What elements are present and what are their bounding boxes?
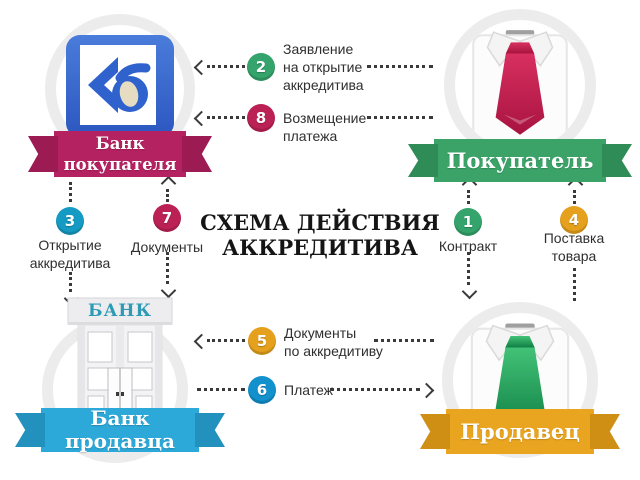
seller-bank-building-icon xyxy=(67,297,173,417)
step4-dots-bottom xyxy=(573,268,576,301)
label-line: Поставка xyxy=(543,230,605,246)
step1-circle: 1 xyxy=(454,208,482,236)
label-line: Контракт xyxy=(438,238,498,254)
step1-label: Контракт xyxy=(398,237,538,255)
seller-bank-label-line: Банк продавца xyxy=(65,406,175,453)
step2-circle: 2 xyxy=(247,53,275,81)
step6-circle: 6 xyxy=(248,376,276,404)
seller-ribbon: Продавец xyxy=(446,409,594,454)
diagram-title: СХЕМА ДЕЙСТВИЯ АККРЕДИТИВА xyxy=(160,210,480,260)
bank-sign-label: БАНК xyxy=(88,301,152,321)
label-line: Открытие xyxy=(38,237,102,253)
buyer-label-line: Покупатель xyxy=(446,147,594,173)
step8-dots-left xyxy=(207,116,245,119)
step5-circle: 5 xyxy=(248,327,276,355)
step6-arrowhead-right-icon xyxy=(418,382,435,399)
step8-label: Возмещение платежа xyxy=(283,109,366,145)
step2-dots-right xyxy=(367,65,433,68)
step1-dots-bottom xyxy=(467,252,470,285)
step8-dots-right xyxy=(367,116,433,119)
buyer-bank-label-line: Банк xyxy=(95,134,145,153)
label-line: на открытие xyxy=(283,59,363,75)
step2-dots-left xyxy=(207,65,245,68)
step7-dots-bottom xyxy=(166,252,169,284)
step3-label: Открытие аккредитива xyxy=(0,236,140,272)
step3-dots-bottom xyxy=(69,272,72,292)
step7-circle: 7 xyxy=(153,204,181,232)
title-line: СХЕМА ДЕЙСТВИЯ xyxy=(200,210,440,235)
step3-circle: 3 xyxy=(56,207,84,235)
buyer-bank-logo-icon xyxy=(66,35,174,137)
title-line: АККРЕДИТИВА xyxy=(222,235,418,260)
label-line: Возмещение xyxy=(283,110,367,126)
step1-arrowhead-down-icon xyxy=(461,283,478,300)
label-line: Документы xyxy=(284,325,357,341)
step6-dots-left xyxy=(197,388,245,391)
step2-label: Заявление на открытие аккредитива xyxy=(283,40,364,94)
step6-dots-right xyxy=(330,388,420,391)
label-line: Документы xyxy=(130,239,204,255)
step8-circle: 8 xyxy=(247,104,275,132)
label-line: Платеж xyxy=(284,382,333,398)
step5-label: Документы по аккредитиву xyxy=(284,324,383,360)
buyer-person-icon xyxy=(472,30,568,150)
seller-label-line: Продавец xyxy=(460,418,580,444)
step1-dots-top xyxy=(467,190,470,204)
buyer-bank-label-line: покупателя xyxy=(63,155,177,174)
label-line: товара xyxy=(551,248,597,264)
step5-dots-right xyxy=(374,339,434,342)
step5-dots-left xyxy=(207,339,245,342)
label-line: платежа xyxy=(283,128,338,144)
label-line: по аккредитиву xyxy=(284,343,383,359)
step4-label: Поставка товара xyxy=(504,229,640,265)
step7-label: Документы xyxy=(97,238,237,256)
label-line: аккредитива xyxy=(29,255,111,271)
buyer-bank-ribbon: Банк покупателя xyxy=(54,131,186,177)
seller-bank-ribbon: Банк продавца xyxy=(41,406,199,453)
buyer-ribbon: Покупатель xyxy=(434,139,606,182)
step4-dots-top xyxy=(573,190,576,204)
step7-dots-top xyxy=(166,189,169,202)
label-line: аккредитива xyxy=(283,77,364,93)
buyer-avatar xyxy=(444,9,596,161)
step3-dots-top xyxy=(69,182,72,202)
step4-circle: 4 xyxy=(560,206,588,234)
label-line: Заявление xyxy=(283,41,354,57)
step6-label: Платеж xyxy=(284,381,333,399)
